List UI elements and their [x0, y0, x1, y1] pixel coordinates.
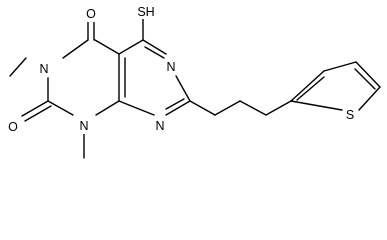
n8-label: N [155, 119, 164, 133]
bond-c8a-n1 [95, 100, 120, 116]
carbonyl-oxygen-upper-label: O [86, 7, 96, 21]
bond-n3-methyl [9, 57, 27, 77]
bond-n6-c7 [175, 75, 191, 102]
bond-ch2c-thiophene [265, 100, 292, 116]
bond-c2-o-lower-double [24, 105, 52, 122]
bond-th-c4-c5 [355, 61, 381, 88]
bond-c7-n8 [165, 100, 191, 116]
n1-label: N [79, 119, 88, 133]
bond-ch2a-ch2b [214, 100, 241, 116]
n6-label: N [166, 60, 175, 74]
bond-c7-ch2a [189, 100, 216, 116]
thiol-label: SH [137, 5, 154, 19]
bond-c7-n8-inner [165, 98, 185, 110]
molecule-structure-canvas: SH O O N N N N S [8, 5, 381, 159]
bond-th-s-c2 [290, 100, 343, 111]
bond-th-c4-c5-inner [354, 68, 376, 90]
carbonyl-oxygen-lower-label: O [8, 120, 18, 134]
bond-th-c3-c4 [323, 61, 357, 72]
bond-c4a-c5 [118, 39, 144, 55]
bond-c5-n6-inner [144, 46, 165, 59]
bond-n3-c4 [62, 39, 89, 59]
bond-ch2b-ch2c [239, 100, 267, 116]
bond-th-c2-c3 [290, 70, 325, 102]
thiophene-sulfur-label: S [346, 108, 354, 122]
bond-n1-c2 [47, 100, 74, 116]
bond-c4-c4a [94, 39, 120, 55]
molecule-structure-diagram: SH O O N N N N S [8, 5, 381, 159]
bond-c2-o-lower [21, 100, 49, 117]
bond-th-c5-s [358, 86, 381, 111]
bond-th-c2-c3-inner [296, 76, 325, 101]
n3-label: N [39, 62, 48, 76]
bond-c5-n6 [142, 39, 167, 55]
bond-n8-c8a [118, 100, 155, 116]
